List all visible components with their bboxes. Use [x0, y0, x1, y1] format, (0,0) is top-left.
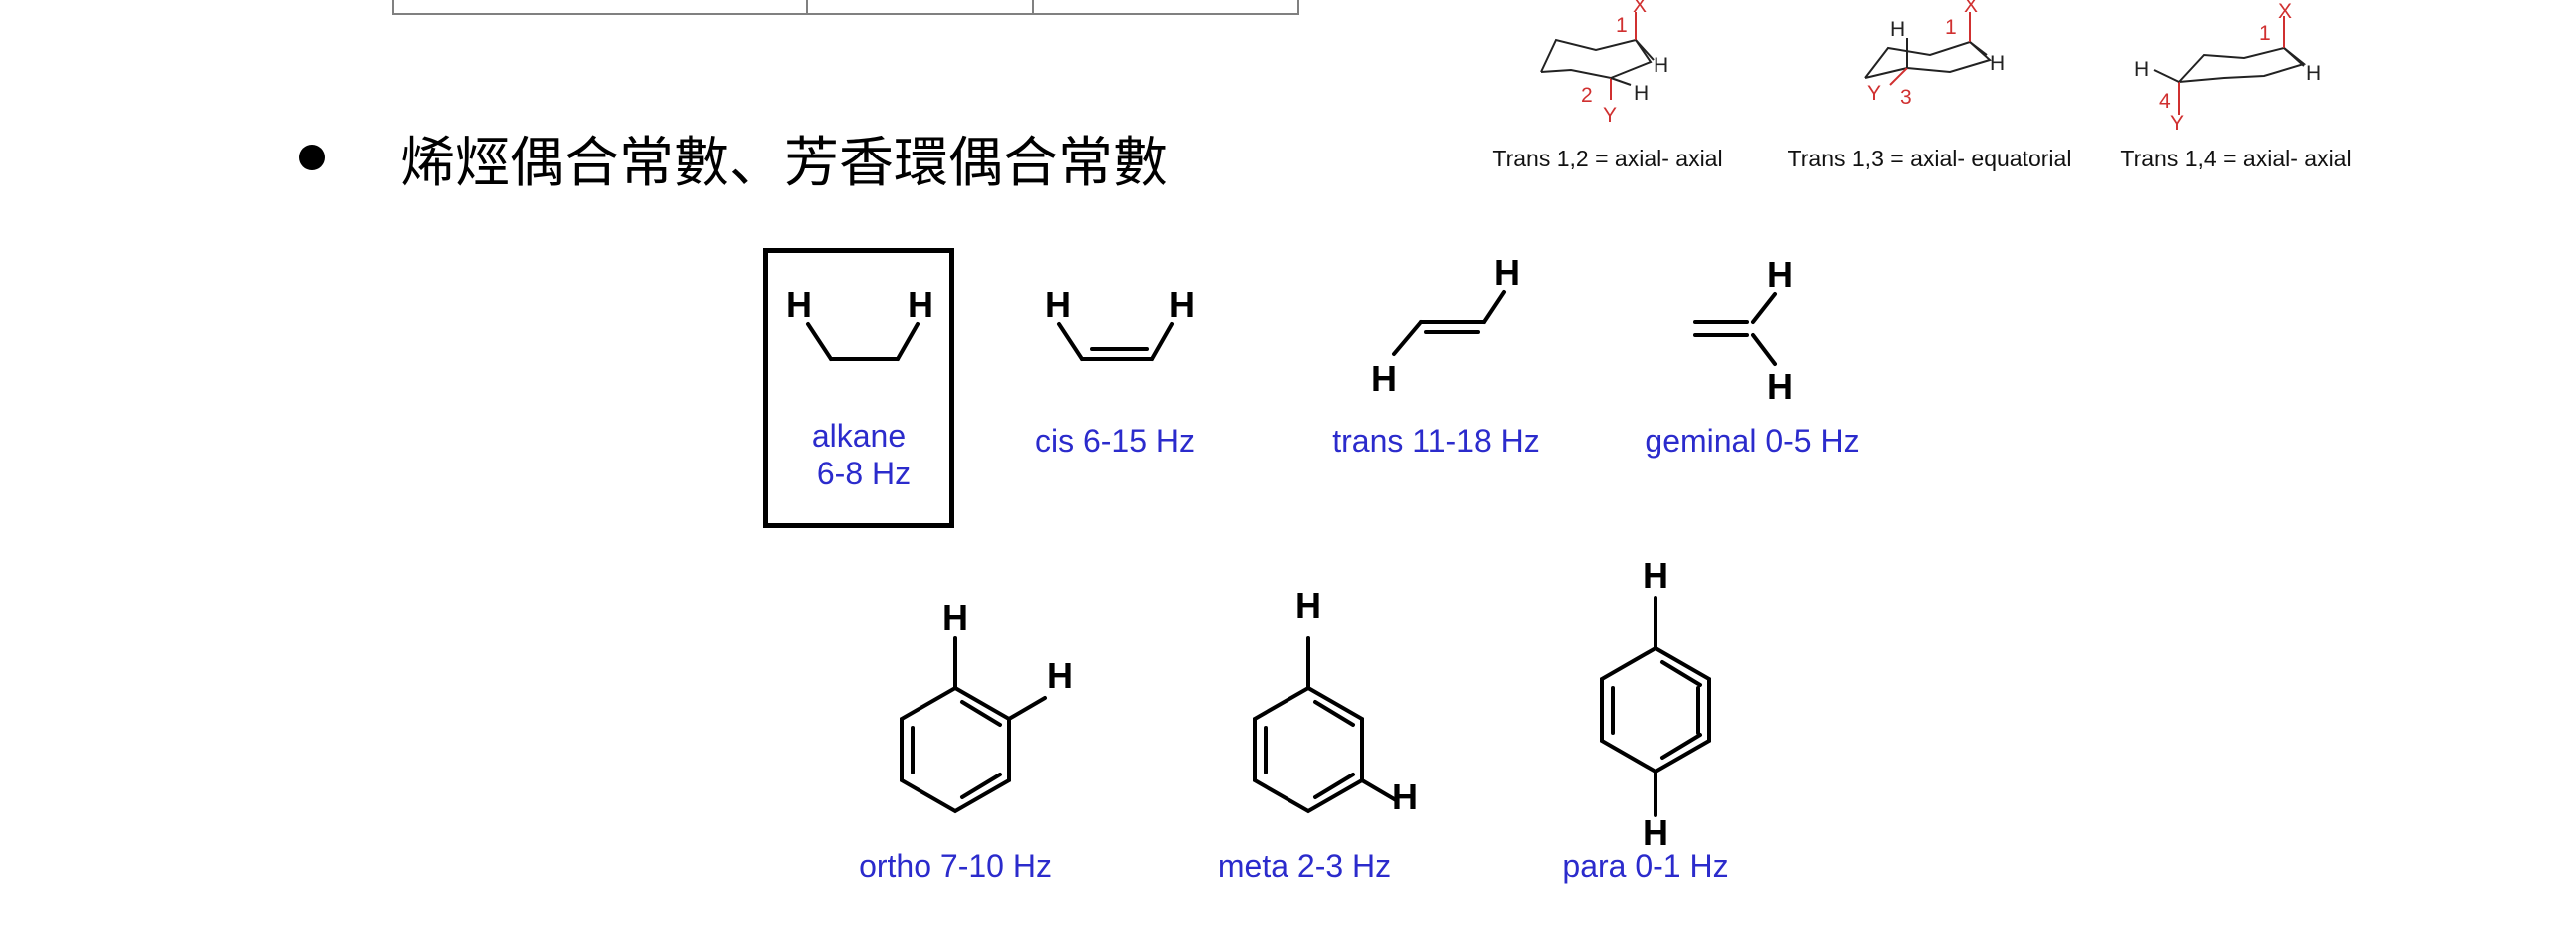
chair-1-3 [1864, 12, 1992, 86]
cis-label: cis 6-15 Hz [1034, 423, 1196, 459]
para-label: para 0-1 Hz [1562, 848, 1729, 884]
meta-h-bottom: H [1392, 776, 1418, 817]
ortho-h-top: H [942, 597, 968, 638]
meta-label: meta 2-3 Hz [1217, 848, 1392, 884]
chair-1-label-h: H [1634, 82, 1649, 105]
chair-1-label-x: X [1633, 0, 1647, 17]
cis-h-right: H [1169, 284, 1195, 325]
chair-1-2 [1540, 12, 1655, 100]
chair-3-label-h: H [2306, 62, 2321, 85]
alkane-h-left: H [786, 284, 812, 325]
chair-1-4 [2153, 16, 2307, 115]
chair-3-label-x: X [2278, 0, 2292, 23]
para-benzene-structure [1600, 596, 1711, 817]
chair-3-caption: Trans 1,4 = axial- axial [2120, 146, 2352, 171]
heading-text: 烯烴偶合常數、芳香環偶合常數 [400, 131, 1169, 194]
trans-h-top: H [1494, 252, 1520, 293]
chair-2-caption: Trans 1,3 = axial- equatorial [1787, 146, 2072, 171]
chair-2-label-y: Y [1867, 82, 1881, 105]
table-fragment [392, 0, 1299, 15]
alkane-highlight-box [763, 248, 954, 528]
cis-alkene-structure [1057, 322, 1174, 361]
chair-3-label-h: H [2134, 58, 2149, 81]
trans-label: trans 11-18 Hz [1332, 423, 1540, 459]
ortho-benzene-structure [900, 636, 1047, 814]
geminal-structure [1693, 292, 1777, 366]
alkane-label-value: 6-8 Hz [816, 456, 912, 491]
alkane-label: alkane 6-8 Hz [807, 417, 911, 492]
geminal-label: geminal 0-5 Hz [1645, 423, 1860, 459]
chair-2-label-h: H [1890, 18, 1905, 41]
bullet-heading: 烯烴偶合常數、芳香環偶合常數 [299, 118, 1168, 197]
cis-h-left: H [1045, 284, 1071, 325]
trans-alkene-structure [1392, 290, 1506, 356]
table-column-divider [806, 0, 808, 13]
table-column-divider [1032, 0, 1034, 13]
alkane-h-right: H [908, 284, 933, 325]
chair-1-label-y: Y [1603, 104, 1617, 127]
alkane-structure [806, 322, 920, 361]
ortho-label: ortho 7-10 Hz [859, 848, 1052, 884]
geminal-h-bottom: H [1767, 366, 1793, 407]
alkane-label-name: alkane [811, 418, 907, 454]
chair-1-label-h: H [1654, 54, 1668, 77]
ortho-h-right: H [1047, 655, 1073, 696]
chair-2-label-h: H [1990, 52, 2005, 75]
chair-3-label-4: 4 [2159, 90, 2171, 113]
meta-benzene-structure [1253, 636, 1398, 814]
chair-1-label-2: 2 [1581, 84, 1593, 107]
trans-h-bottom: H [1371, 358, 1397, 399]
chair-3-label-1: 1 [2259, 22, 2271, 45]
cyclohexane-diagrams: 1 X H 2 H Y H 1 X H Y 3 H 1 X H 4 [1540, 0, 2321, 135]
meta-h-top: H [1295, 585, 1321, 626]
para-h-bottom: H [1643, 812, 1668, 853]
chair-3-label-y: Y [2170, 112, 2184, 135]
chair-1-label-1: 1 [1616, 14, 1628, 37]
chair-2-label-1: 1 [1945, 16, 1957, 39]
chair-2-label-3: 3 [1900, 86, 1912, 109]
bullet-icon [299, 145, 325, 170]
chair-2-label-x: X [1964, 0, 1978, 17]
para-h-top: H [1643, 555, 1668, 596]
chair-1-caption: Trans 1,2 = axial- axial [1492, 146, 1723, 171]
geminal-h-top: H [1767, 254, 1793, 295]
